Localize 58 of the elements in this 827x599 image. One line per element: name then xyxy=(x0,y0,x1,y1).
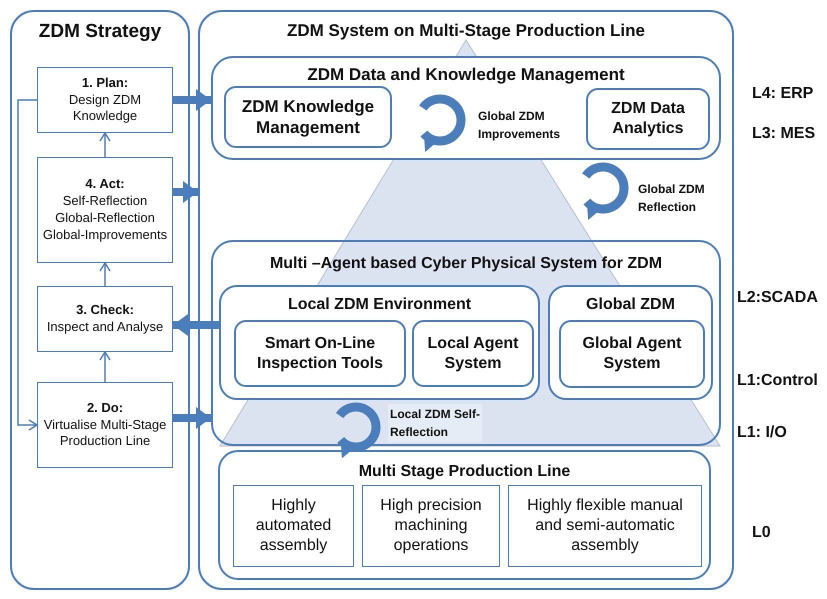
loop-label: Local ZDM Self-Reflection xyxy=(388,404,482,442)
panel xyxy=(198,10,734,590)
box-label: ZDM Data Analytics xyxy=(610,99,686,139)
panel xyxy=(10,10,190,590)
step-title: 2. Do: xyxy=(86,400,124,417)
loop-label: Global ZDM Reflection xyxy=(638,181,706,216)
box-label: Smart On-Line Inspection Tools xyxy=(256,334,384,374)
box-label: Global Agent System xyxy=(582,334,682,374)
level-label: L0 xyxy=(752,523,771,543)
block-arrow xyxy=(173,181,198,203)
panel-title: ZDM System on Multi-Stage Production Line xyxy=(287,20,645,42)
step-description: Virtualise Multi-Stage Production Line xyxy=(42,416,168,450)
arrow xyxy=(99,262,111,286)
step-box xyxy=(37,382,173,468)
component-box xyxy=(559,320,705,388)
step-box xyxy=(37,157,173,263)
component-box xyxy=(234,320,406,387)
arrow xyxy=(17,99,38,431)
step-description: Self-Reflection Global-Reflection Global-Improvements xyxy=(42,193,168,244)
arrow xyxy=(99,132,111,157)
level-label: L4: ERP xyxy=(752,84,814,104)
step-box xyxy=(37,67,173,133)
step-box xyxy=(37,286,173,352)
component-box xyxy=(412,320,534,387)
box-label: Local Agent System xyxy=(426,334,520,374)
block-arrow xyxy=(173,314,219,336)
level-label: L1:Control xyxy=(737,371,818,391)
arrow xyxy=(99,351,111,382)
panel xyxy=(219,285,540,400)
box-label: High precision machining operations xyxy=(379,496,483,556)
panel-title: Multi Stage Production Line xyxy=(358,462,570,482)
panel xyxy=(211,56,721,160)
panel xyxy=(218,450,711,580)
step-title: 1. Plan: xyxy=(82,74,128,92)
panel-title: ZDM Data and Knowledge Management xyxy=(307,64,625,86)
block-arrow xyxy=(173,407,211,429)
stage-box xyxy=(362,485,500,567)
step-title: 4. Act: xyxy=(85,176,125,194)
level-label: L1: I/O xyxy=(737,423,787,443)
panel-title: Local ZDM Environment xyxy=(288,295,472,315)
stage-box xyxy=(508,485,702,567)
step-title: 3. Check: xyxy=(76,302,134,319)
level-label: L3: MES xyxy=(752,124,816,144)
level-label: L2:SCADA xyxy=(737,288,818,308)
step-description: Inspect and Analyse xyxy=(46,319,164,336)
box-label: Highly automated assembly xyxy=(254,496,332,556)
panel xyxy=(211,240,721,446)
panel-title: ZDM Strategy xyxy=(38,20,162,44)
panel-title: Multi –Agent based Cyber Physical System for ZDM xyxy=(270,254,662,274)
step-description: Design ZDM Knowledge xyxy=(68,92,142,126)
box-label: ZDM Knowledge Management xyxy=(240,96,376,138)
block-arrow xyxy=(173,89,211,111)
component-box xyxy=(224,86,392,148)
panel-title: Global ZDM xyxy=(586,295,675,315)
box-label: Highly flexible manual and semi-automatic assembly xyxy=(526,496,684,556)
panel xyxy=(548,285,713,400)
stage-box xyxy=(233,485,354,567)
component-box xyxy=(586,88,710,150)
